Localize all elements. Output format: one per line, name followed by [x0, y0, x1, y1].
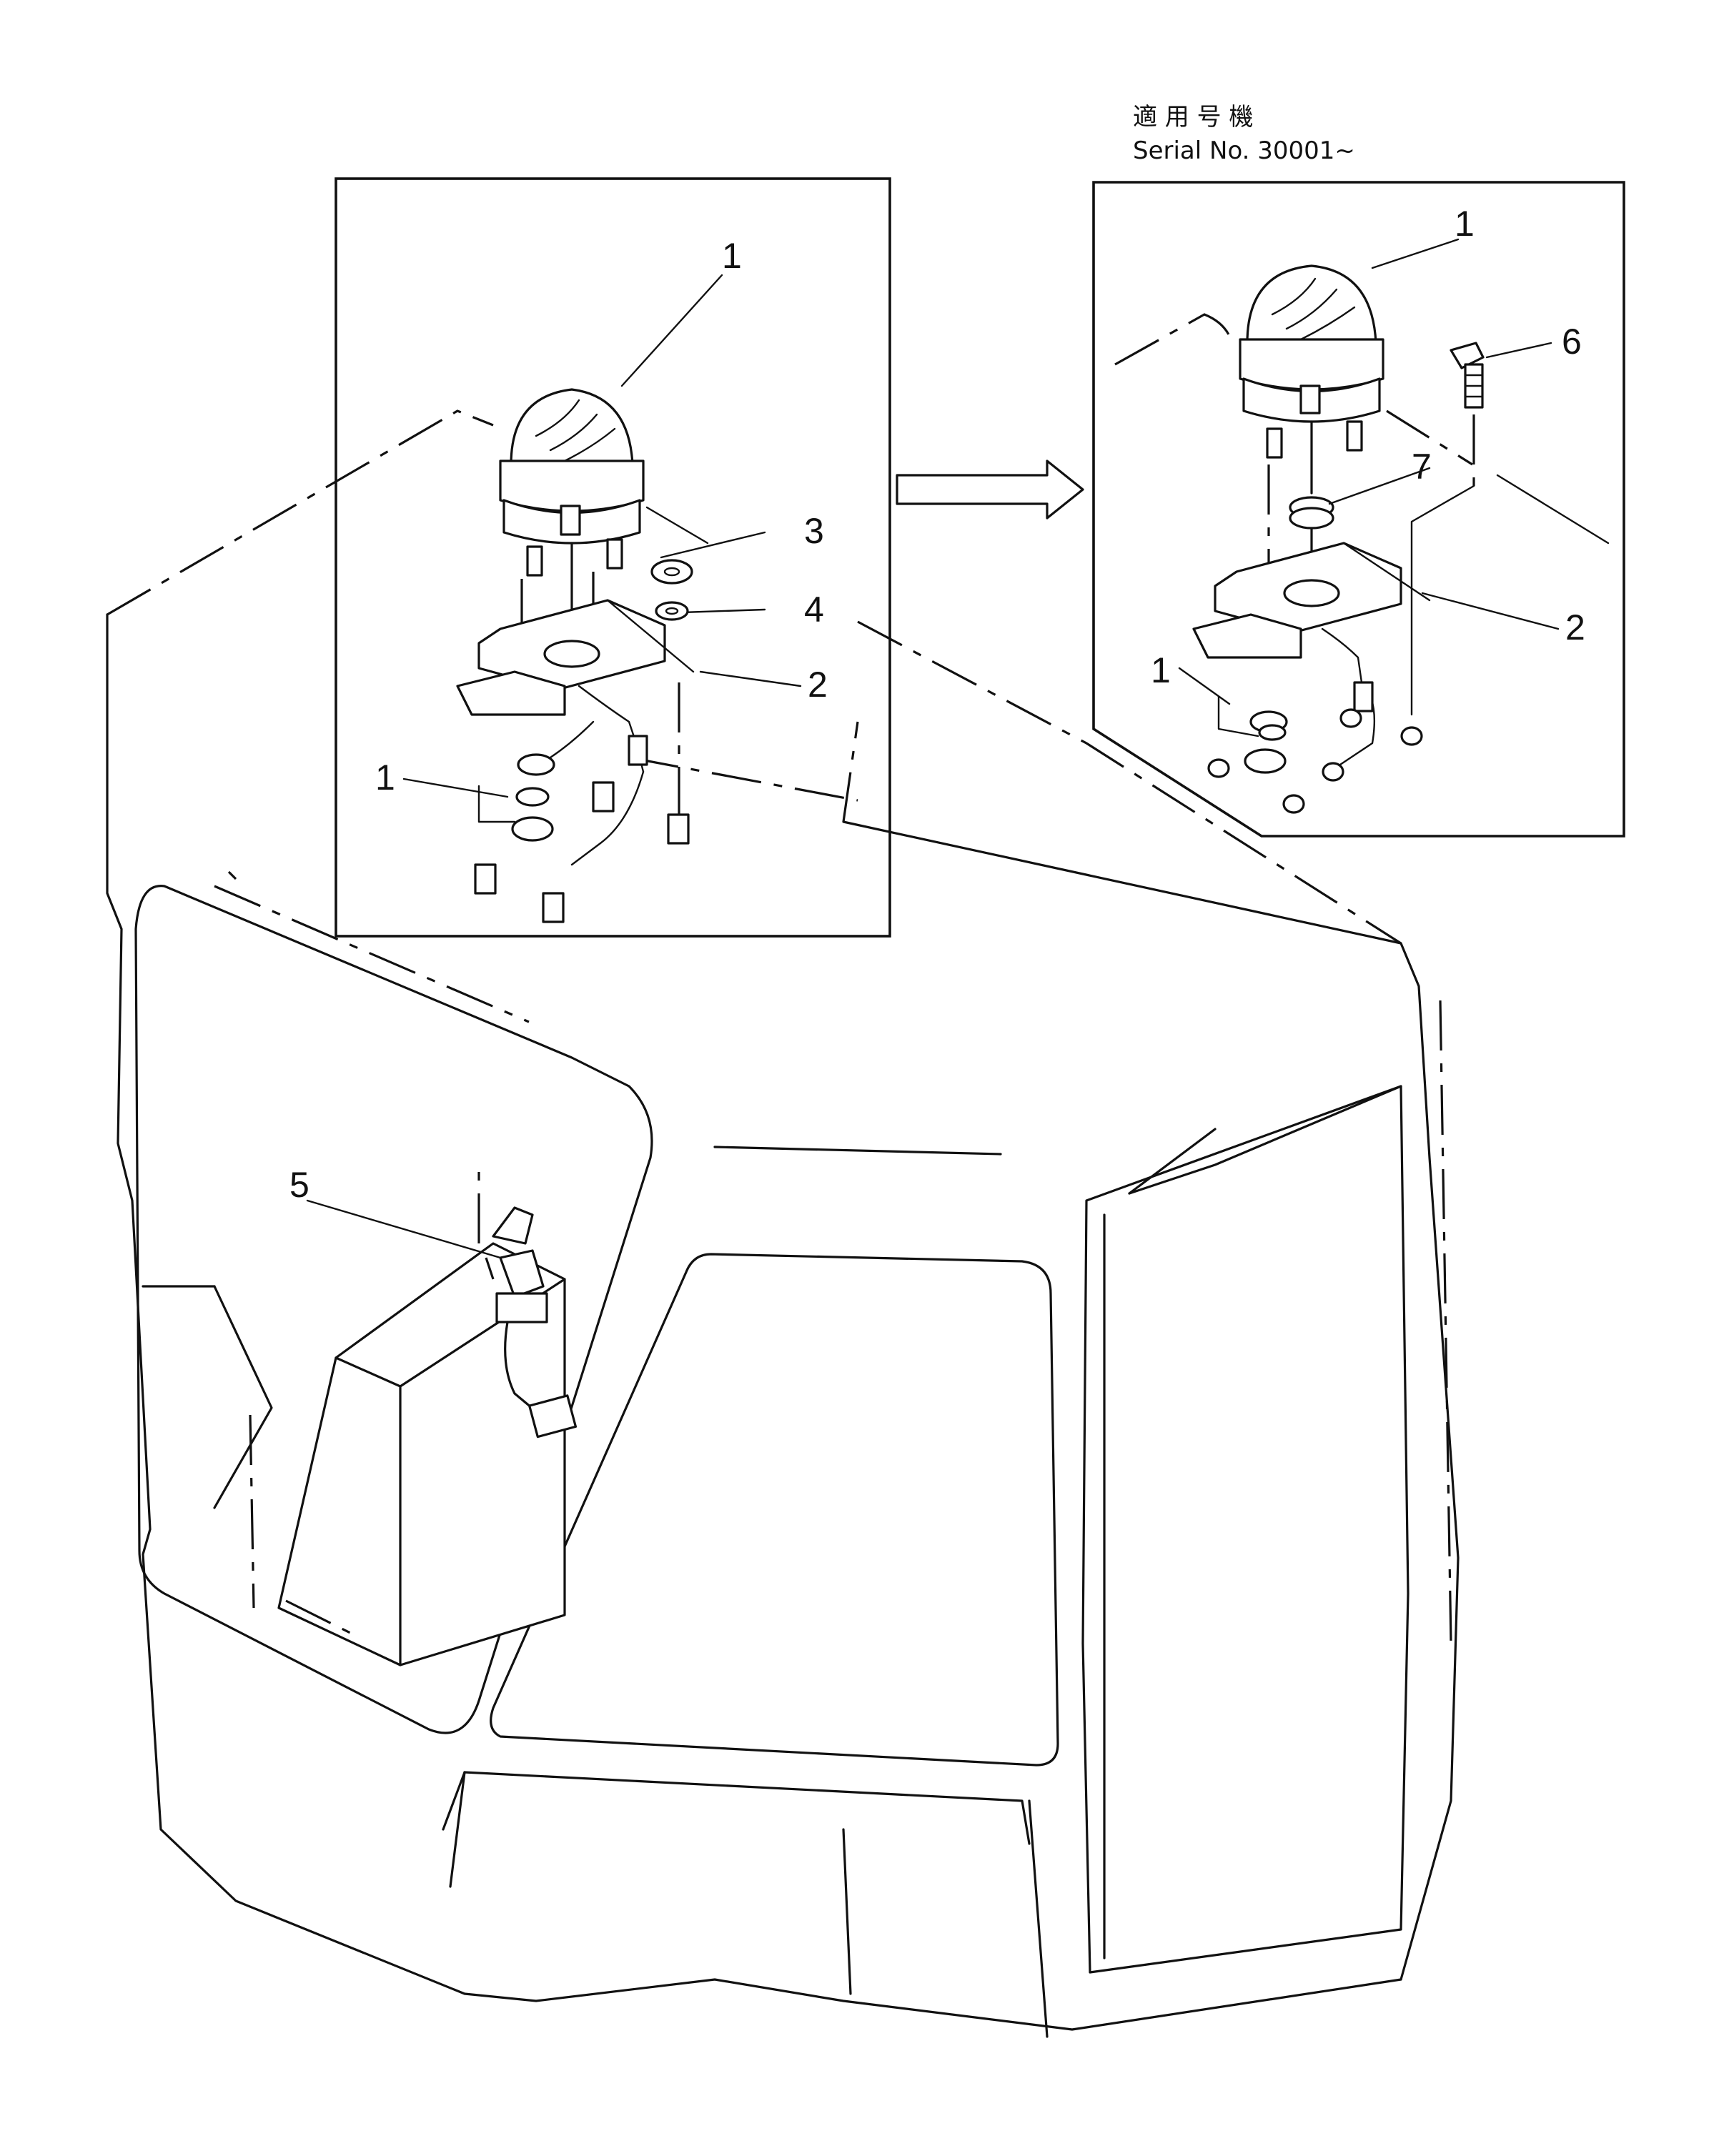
callout-right-lamp: 1	[1455, 204, 1475, 244]
cab-body	[106, 409, 1460, 2038]
detail-frame-left	[335, 177, 891, 938]
applicability-note: 適 用 号 機 Serial No. 30001~	[1133, 103, 1355, 165]
callout-switch: 5	[289, 1165, 309, 1205]
callout-left-fasteners: 1	[375, 757, 395, 798]
callout-right-cushion: 7	[1412, 447, 1432, 487]
applicability-label-jp: 適 用 号 機	[1133, 103, 1253, 131]
serial-number-label: Serial No. 30001~	[1133, 136, 1355, 165]
detail-frame-right	[1092, 181, 1625, 838]
callout-right-fasteners: 1	[1151, 650, 1171, 690]
callout-labels: 1 3 4 2 1 5 1 6 7 2 1	[289, 204, 1585, 1205]
callout-left-lamp: 1	[722, 236, 742, 276]
left-lamp-assembly	[402, 274, 802, 923]
callout-left-bracket: 2	[808, 665, 828, 705]
callout-right-bolt: 6	[1562, 322, 1582, 362]
callout-left-nut: 3	[804, 511, 824, 551]
callout-right-bracket: 2	[1565, 607, 1585, 647]
right-lamp-assembly	[1114, 238, 1610, 814]
callout-left-washer: 4	[804, 590, 824, 630]
rotary-switch	[306, 1199, 578, 1439]
arrow-right-icon	[896, 459, 1084, 520]
